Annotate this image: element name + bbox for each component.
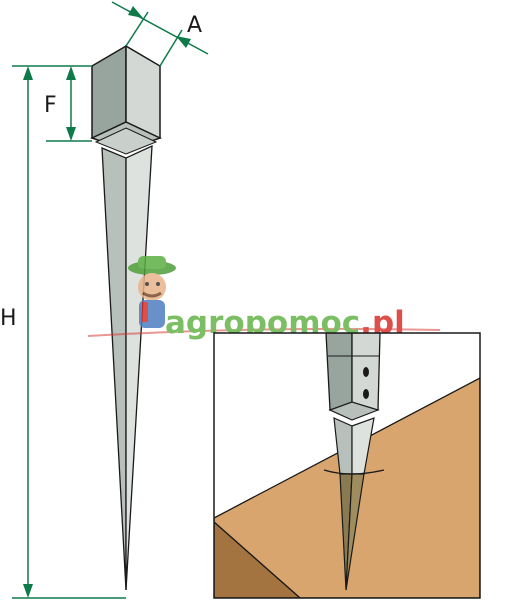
- dimension-h-arrow-top: [23, 66, 33, 80]
- dimension-h-label: H: [0, 306, 17, 331]
- dimension-a: [111, 1, 209, 67]
- soil-front-face: [214, 521, 301, 598]
- dimension-f-label: F: [44, 93, 57, 118]
- dimension-h: [12, 65, 126, 599]
- inset-frame: [213, 332, 481, 599]
- dimension-f-arrow-top: [66, 66, 76, 80]
- installation-inset: [213, 332, 481, 599]
- bolt-hole-icon: [363, 367, 369, 377]
- farmer-mascot-icon: [128, 256, 176, 328]
- bolt-hole-icon: [363, 389, 369, 399]
- dimension-a-ext-right: [159, 29, 183, 67]
- inset-collar: [328, 401, 380, 421]
- dimension-a-ext-left: [125, 11, 149, 47]
- dimension-a-line: [111, 1, 209, 55]
- inset-socket-front: [325, 333, 353, 411]
- socket-collar-lower: [94, 127, 158, 155]
- spike-right-face: [125, 144, 153, 591]
- dimension-a-arrow-right: [176, 36, 191, 48]
- dimension-f-arrow-bottom: [66, 127, 76, 141]
- dimension-a-arrow-left: [128, 6, 143, 18]
- watermark-swoosh: [87, 327, 441, 337]
- dimension-h-arrow-bottom: [23, 584, 33, 598]
- ground-contact-line: [323, 469, 385, 475]
- spike-left-face: [101, 147, 127, 591]
- dimension-f: [46, 66, 92, 142]
- dimension-a-label: A: [187, 13, 202, 38]
